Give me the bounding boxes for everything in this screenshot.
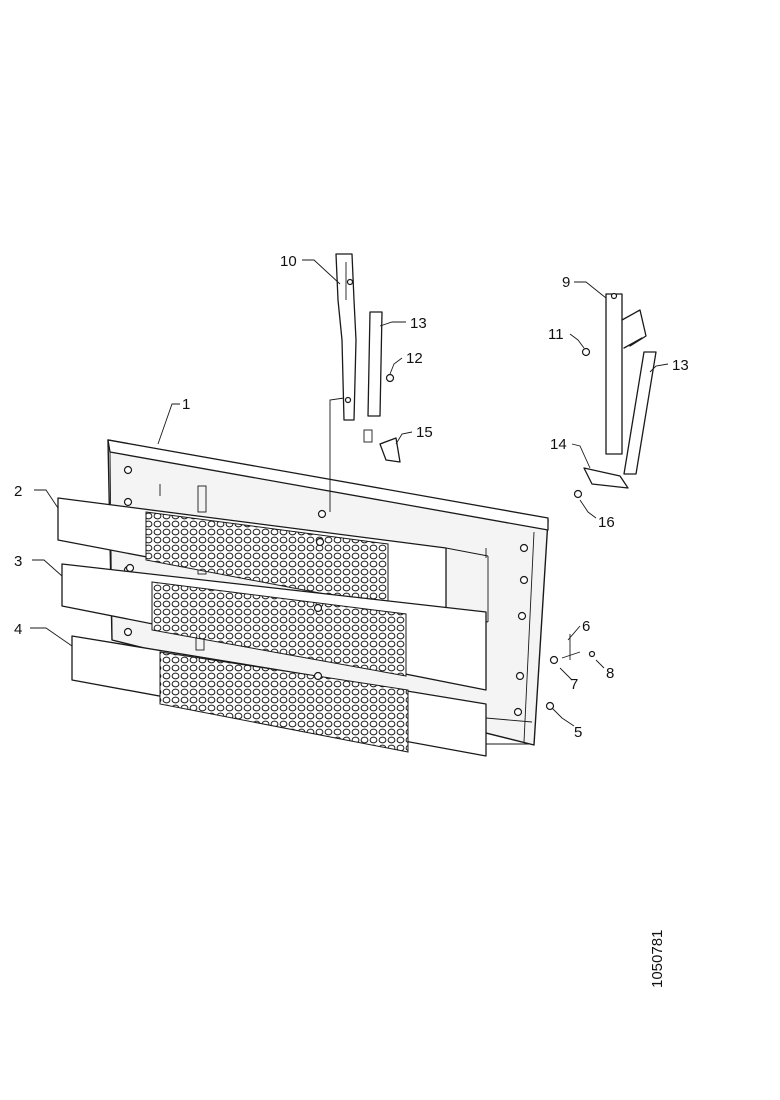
- frame-bolt: [519, 575, 529, 585]
- callout-1: 1: [182, 396, 190, 413]
- callout-6: 6: [582, 618, 590, 635]
- callout-5: 5: [574, 724, 582, 741]
- callout-2: 2: [14, 483, 22, 500]
- frame-bolt: [123, 497, 133, 507]
- lower-grille-panel: [71, 635, 533, 757]
- callout-7: 7: [570, 676, 578, 693]
- callout-9: 9: [562, 274, 570, 291]
- callout-labels: 1 2 3 4 5 6 7 8 9 10 11 12 13 13 14 15 1…: [14, 253, 689, 741]
- callout-12: 12: [406, 350, 423, 367]
- callout-3: 3: [14, 553, 22, 570]
- middle-grille-panel: [61, 563, 487, 691]
- left-bracket-assembly: [329, 253, 401, 512]
- callout-4: 4: [14, 621, 22, 638]
- frame-bolt: [513, 707, 523, 717]
- document-number: 1050781: [649, 930, 666, 988]
- fastener-hardware: [545, 634, 596, 711]
- frame-bolt: [517, 611, 527, 621]
- frame-bolt: [519, 543, 529, 553]
- callout-15: 15: [416, 424, 433, 441]
- right-bracket-assembly: [573, 292, 657, 499]
- callout-11: 11: [548, 326, 564, 343]
- frame-bolt: [123, 465, 133, 475]
- callout-8: 8: [606, 665, 614, 682]
- frame-bolt: [123, 627, 133, 637]
- frame-bolt: [515, 671, 525, 681]
- callout-leaders: [30, 259, 669, 727]
- callout-10: 10: [280, 253, 297, 270]
- callout-13-left: 13: [410, 315, 427, 332]
- callout-16: 16: [598, 514, 615, 531]
- callout-14: 14: [550, 436, 567, 453]
- callout-13-right: 13: [672, 357, 689, 374]
